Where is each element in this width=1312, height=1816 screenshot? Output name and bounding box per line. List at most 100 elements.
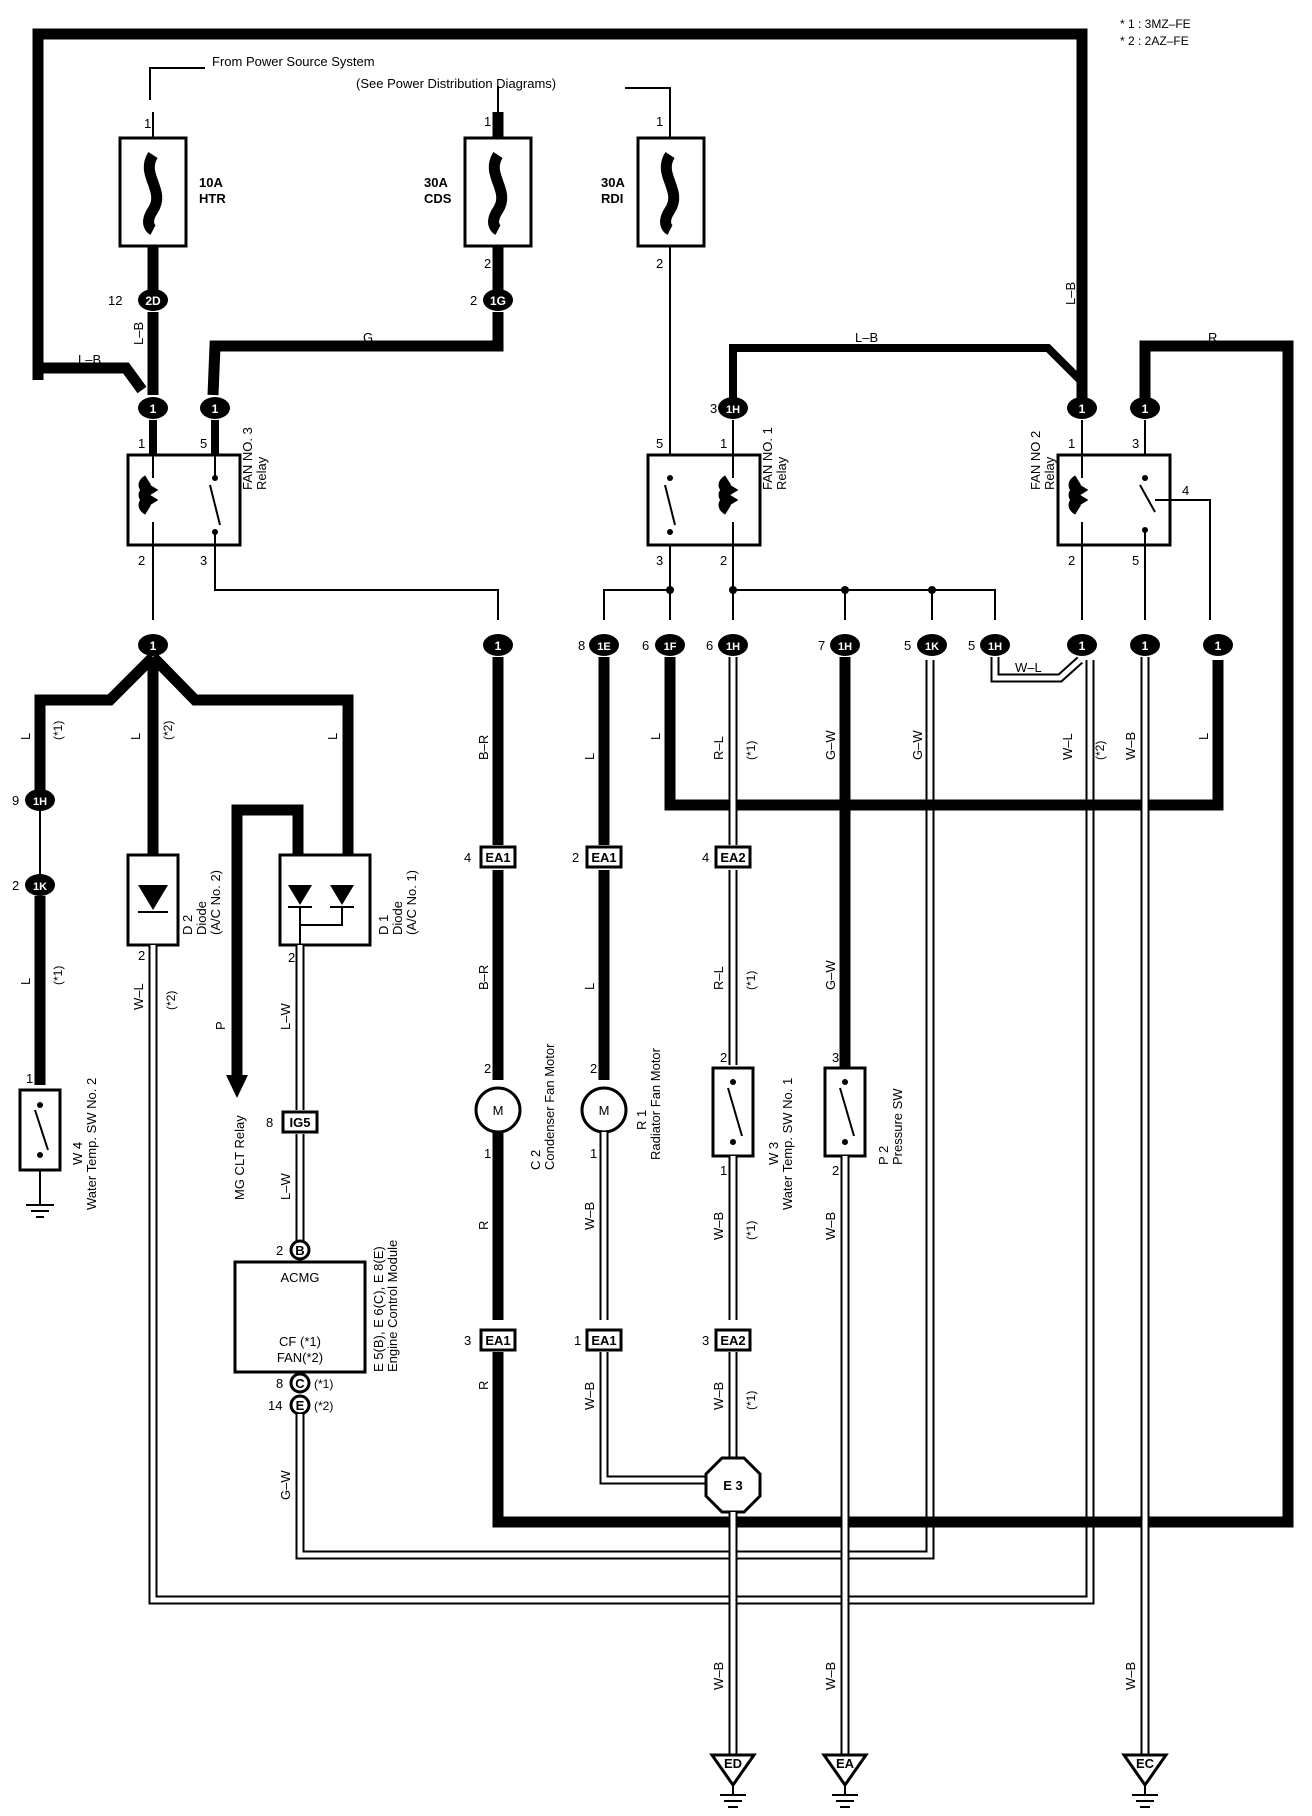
connector-fan1-1h: 1H 3 bbox=[710, 397, 748, 419]
mg-clt-relay-label: MG CLT Relay bbox=[232, 1115, 247, 1200]
fuse-name: RDI bbox=[601, 191, 623, 206]
svg-text:L: L bbox=[18, 733, 33, 740]
svg-text:1: 1 bbox=[484, 1146, 491, 1161]
wire-r bbox=[492, 340, 1294, 1528]
svg-text:1K: 1K bbox=[33, 881, 47, 893]
svg-text:(*1): (*1) bbox=[744, 741, 758, 760]
wire-g bbox=[207, 312, 504, 396]
svg-text:R: R bbox=[476, 1381, 491, 1390]
svg-text:(*1): (*1) bbox=[51, 966, 65, 985]
svg-text:1: 1 bbox=[150, 402, 157, 416]
svg-text:3: 3 bbox=[702, 1333, 709, 1348]
svg-text:2: 2 bbox=[138, 553, 145, 568]
svg-text:8: 8 bbox=[276, 1376, 283, 1391]
fuse-amp: 30A bbox=[424, 175, 448, 190]
svg-text:1H: 1H bbox=[726, 641, 740, 653]
connector-ea1-r1-out: EA1 1 bbox=[574, 1328, 623, 1352]
svg-text:1E: 1E bbox=[597, 641, 610, 653]
connector-1g: 1G 2 bbox=[470, 289, 513, 311]
svg-text:L–W: L–W bbox=[278, 1003, 293, 1030]
pin-label: 2 bbox=[656, 256, 663, 271]
svg-text:E 3: E 3 bbox=[723, 1478, 743, 1493]
svg-text:D 2: D 2 bbox=[180, 915, 195, 935]
connector-fan2-out-a: 1 bbox=[1067, 634, 1097, 656]
svg-text:5: 5 bbox=[904, 638, 911, 653]
svg-text:W 3: W 3 bbox=[766, 1142, 781, 1165]
relay-fan1: FAN NO. 1 Relay bbox=[646, 427, 789, 547]
svg-text:Relay: Relay bbox=[774, 456, 789, 490]
svg-text:W–B: W–B bbox=[582, 1202, 597, 1230]
svg-text:B–R: B–R bbox=[476, 965, 491, 990]
svg-text:Relay: Relay bbox=[1042, 456, 1057, 490]
svg-text:1: 1 bbox=[590, 1146, 597, 1161]
svg-text:5: 5 bbox=[1132, 553, 1139, 568]
svg-text:1: 1 bbox=[26, 1071, 33, 1086]
svg-text:L: L bbox=[325, 733, 340, 740]
svg-text:W 4: W 4 bbox=[70, 1142, 85, 1165]
pin-label: 2 bbox=[484, 256, 491, 271]
svg-text:W–B: W–B bbox=[711, 1212, 726, 1240]
svg-text:1: 1 bbox=[720, 436, 727, 451]
svg-text:1: 1 bbox=[1215, 639, 1222, 653]
svg-text:L: L bbox=[128, 733, 143, 740]
svg-text:1H: 1H bbox=[726, 404, 740, 416]
svg-text:W–B: W–B bbox=[1123, 732, 1138, 760]
svg-text:2: 2 bbox=[470, 293, 477, 308]
ground-point-e3: E 3 bbox=[704, 1456, 762, 1514]
svg-text:(A/C No. 1): (A/C No. 1) bbox=[404, 870, 419, 935]
svg-text:1G: 1G bbox=[490, 294, 506, 308]
connector-1k-b: 1K 5 bbox=[904, 634, 947, 656]
svg-text:B–R: B–R bbox=[476, 735, 491, 760]
svg-text:E 5(B), E 6(C), E 8(E): E 5(B), E 6(C), E 8(E) bbox=[371, 1246, 386, 1372]
wire-lb-fan1 bbox=[729, 344, 1083, 400]
connector-ecm-e: E 14 (*2) bbox=[268, 1394, 333, 1416]
svg-text:R–L: R–L bbox=[711, 966, 726, 990]
svg-text:Water Temp. SW No. 2: Water Temp. SW No. 2 bbox=[84, 1078, 99, 1210]
pin-label: 1 bbox=[656, 114, 663, 129]
svg-text:Radiator Fan Motor: Radiator Fan Motor bbox=[648, 1047, 663, 1160]
svg-text:R 1: R 1 bbox=[634, 1110, 649, 1130]
svg-text:C 2: C 2 bbox=[528, 1150, 543, 1170]
svg-text:1: 1 bbox=[212, 402, 219, 416]
wire-p bbox=[231, 804, 304, 900]
svg-text:1: 1 bbox=[574, 1333, 581, 1348]
wire-l-d1 bbox=[149, 653, 354, 860]
svg-text:G–W: G–W bbox=[823, 730, 838, 760]
svg-text:L–B: L–B bbox=[131, 322, 146, 345]
power-distribution-label: (See Power Distribution Diagrams) bbox=[356, 76, 556, 91]
fuse-cds: 1 30A CDS bbox=[424, 112, 533, 248]
connector-1h-b: 1H 7 bbox=[818, 634, 860, 656]
fuse-rdi: 1 30A RDI bbox=[601, 112, 706, 248]
svg-text:L: L bbox=[582, 983, 597, 990]
connector-fan3-1a: 1 bbox=[138, 397, 168, 419]
connector-1h-c: 1H 5 bbox=[968, 634, 1010, 656]
svg-text:1F: 1F bbox=[664, 641, 677, 653]
connector-condenser-in: 1 bbox=[483, 634, 513, 656]
diode-d1: D 1 Diode (A/C No. 1) bbox=[278, 853, 419, 947]
svg-text:1H: 1H bbox=[838, 641, 852, 653]
svg-text:Diode: Diode bbox=[390, 901, 405, 935]
svg-text:L–W: L–W bbox=[278, 1173, 293, 1200]
svg-text:8: 8 bbox=[266, 1115, 273, 1130]
svg-text:(*2): (*2) bbox=[161, 721, 175, 740]
svg-text:1: 1 bbox=[1068, 436, 1075, 451]
svg-text:FAN NO. 1: FAN NO. 1 bbox=[760, 427, 775, 490]
svg-text:2: 2 bbox=[572, 850, 579, 865]
svg-text:P: P bbox=[213, 1021, 228, 1030]
svg-text:Water Temp. SW No. 1: Water Temp. SW No. 1 bbox=[780, 1078, 795, 1210]
fuse-name: HTR bbox=[199, 191, 226, 206]
connector-fan2-out-c: 1 bbox=[1203, 634, 1233, 656]
svg-text:L–B: L–B bbox=[855, 330, 878, 345]
svg-text:W–B: W–B bbox=[582, 1382, 597, 1410]
svg-text:6: 6 bbox=[706, 638, 713, 653]
fuse-htr: 1 10A HTR bbox=[118, 112, 226, 248]
svg-text:IG5: IG5 bbox=[290, 1115, 311, 1130]
svg-text:ACMG: ACMG bbox=[281, 1270, 320, 1285]
power-source-label: From Power Source System bbox=[212, 54, 375, 69]
svg-text:R: R bbox=[476, 1221, 491, 1230]
switch-w4: W 4 Water Temp. SW No. 2 bbox=[18, 1078, 99, 1218]
svg-text:4: 4 bbox=[1182, 483, 1189, 498]
svg-text:Engine Control Module: Engine Control Module bbox=[385, 1240, 400, 1372]
svg-text:2: 2 bbox=[138, 948, 145, 963]
